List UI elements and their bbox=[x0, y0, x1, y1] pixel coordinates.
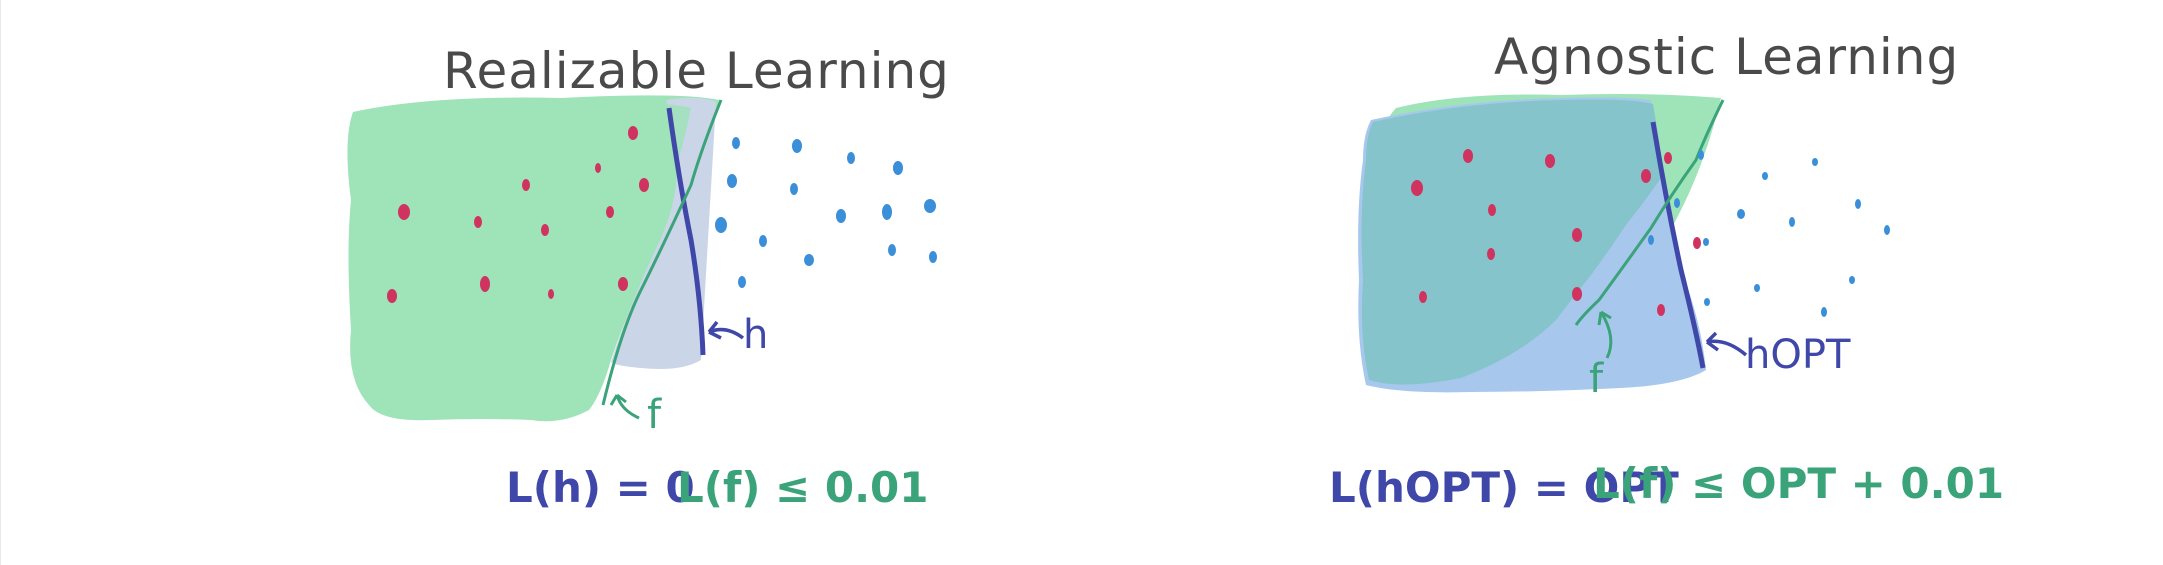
h-arrow bbox=[707, 320, 745, 340]
blue-point bbox=[738, 276, 746, 288]
red-point bbox=[1488, 204, 1496, 216]
blue-point bbox=[929, 251, 937, 263]
loss-hopt-formula: L(hOPT) = OPT bbox=[1329, 463, 1679, 512]
red-point bbox=[628, 126, 638, 140]
agnostic-panel: Agnostic Learning hOPT f L(hOPT) = OPT L… bbox=[1329, 28, 2004, 512]
f-arrow bbox=[609, 393, 640, 420]
blue-point bbox=[1849, 276, 1855, 284]
blue-point bbox=[1754, 284, 1760, 292]
blue-point bbox=[727, 174, 737, 188]
f-arrow-right bbox=[1597, 310, 1613, 359]
blue-points bbox=[715, 137, 937, 288]
h-boundary-line bbox=[666, 107, 706, 356]
red-point bbox=[1664, 152, 1672, 164]
loss-f-formula-right: L(f) ≤ OPT + 0.01 bbox=[1593, 459, 2004, 508]
red-points bbox=[387, 126, 649, 303]
red-point bbox=[606, 206, 614, 218]
red-point bbox=[548, 289, 554, 299]
blue-point bbox=[1762, 172, 1768, 180]
blue-point bbox=[847, 152, 855, 164]
red-point bbox=[1487, 248, 1495, 260]
blue-point bbox=[893, 161, 903, 175]
red-point bbox=[1411, 180, 1423, 196]
blue-point bbox=[1703, 238, 1709, 246]
f-boundary-line bbox=[601, 99, 723, 406]
blue-point bbox=[882, 204, 892, 220]
red-point bbox=[522, 179, 530, 191]
red-points-right bbox=[1411, 149, 1701, 316]
loss-h-formula: L(h) = 0 bbox=[506, 463, 695, 512]
blue-point bbox=[888, 244, 896, 256]
blue-point bbox=[1884, 225, 1890, 235]
blue-point bbox=[792, 139, 802, 153]
red-point bbox=[1572, 287, 1582, 301]
blue-point bbox=[1698, 150, 1704, 160]
realizable-title: Realizable Learning bbox=[443, 42, 950, 100]
red-point bbox=[1572, 228, 1582, 242]
hopt-arrow bbox=[1705, 331, 1748, 357]
red-point bbox=[1641, 169, 1651, 183]
blue-point bbox=[1704, 298, 1710, 306]
red-point bbox=[541, 224, 549, 236]
blue-point bbox=[759, 235, 767, 247]
blue-point bbox=[1648, 235, 1654, 245]
red-point bbox=[618, 277, 628, 291]
red-point bbox=[480, 276, 490, 292]
red-point bbox=[1463, 149, 1473, 163]
blue-point bbox=[790, 183, 798, 195]
blue-point bbox=[804, 254, 814, 266]
realizable-panel: Realizable Learning h f L(h) = 0 L(f) ≤ … bbox=[347, 42, 949, 512]
f-boundary-line-right bbox=[1574, 99, 1725, 326]
red-point bbox=[1545, 154, 1555, 168]
f-label: f bbox=[647, 392, 662, 438]
blue-point bbox=[1855, 199, 1861, 209]
agnostic-title: Agnostic Learning bbox=[1494, 28, 1959, 86]
h-label: h bbox=[743, 312, 768, 358]
overlap-region bbox=[355, 102, 691, 381]
blue-point bbox=[732, 137, 740, 149]
red-point bbox=[398, 204, 410, 220]
red-point bbox=[1419, 291, 1427, 303]
red-point bbox=[387, 289, 397, 303]
red-point bbox=[1693, 237, 1701, 249]
blue-point bbox=[1674, 198, 1680, 208]
blue-point bbox=[1737, 209, 1745, 219]
blue-points-right bbox=[1648, 150, 1890, 317]
f-label-right: f bbox=[1589, 356, 1604, 402]
loss-f-formula: L(f) ≤ 0.01 bbox=[677, 463, 929, 512]
blue-point bbox=[1821, 307, 1827, 317]
hopt-boundary-line bbox=[1650, 121, 1706, 369]
red-point bbox=[639, 178, 649, 192]
blue-point bbox=[836, 209, 846, 223]
red-point bbox=[474, 216, 482, 228]
red-point bbox=[595, 163, 601, 173]
hopt-label: hOPT bbox=[1745, 332, 1851, 378]
overlap-region-right bbox=[1361, 99, 1663, 385]
blue-point bbox=[715, 217, 727, 233]
blue-point bbox=[924, 199, 936, 213]
blue-point bbox=[1812, 158, 1818, 166]
red-point bbox=[1657, 304, 1665, 316]
blue-point bbox=[1789, 217, 1795, 227]
